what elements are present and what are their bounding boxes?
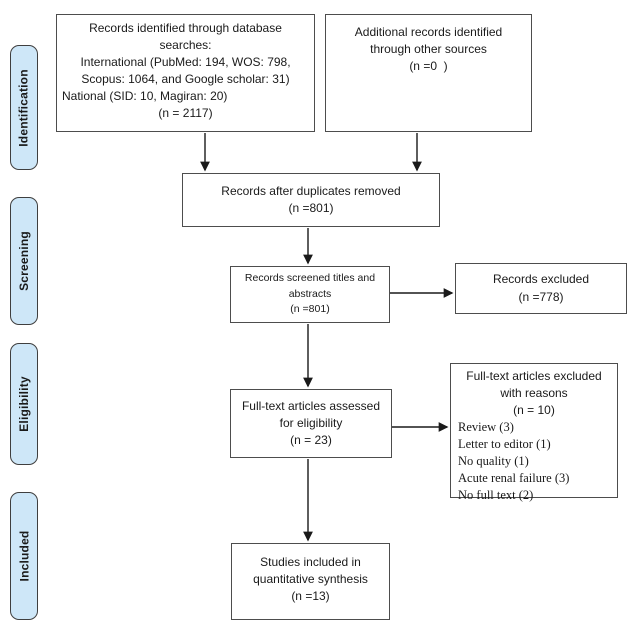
box-records-screened: Records screened titles and abstracts (n… xyxy=(230,266,390,323)
box-line: searches: xyxy=(159,38,212,53)
exclusion-reason: Letter to editor (1) xyxy=(458,437,551,452)
stage-label-text: Screening xyxy=(17,231,32,291)
box-additional-records-other-sources: Additional records identified through ot… xyxy=(325,14,532,132)
box-line: (n = 23) xyxy=(290,433,332,448)
box-line: Records after duplicates removed xyxy=(221,183,401,198)
exclusion-reason: Review (3) xyxy=(458,420,514,435)
box-studies-included: Studies included in quantitative synthes… xyxy=(231,543,390,620)
box-line: for eligibility xyxy=(279,415,343,430)
box-line: with reasons xyxy=(500,386,568,401)
box-line: (n =801) xyxy=(288,201,334,215)
box-line: through other sources xyxy=(370,42,487,57)
exclusion-reason: Acute renal failure (3) xyxy=(458,471,570,486)
box-records-identified-database: Records identified through database sear… xyxy=(56,14,315,132)
box-line: (n =801) xyxy=(290,303,330,316)
box-line: International (PubMed: 194, WOS: 798, xyxy=(80,55,291,70)
box-line: Full-text articles assessed xyxy=(241,398,381,413)
stage-label-eligibility: Eligibility xyxy=(10,343,38,465)
box-line: (n = 2117) xyxy=(158,106,213,121)
stage-label-identification: Identification xyxy=(10,45,38,170)
stage-label-text: Included xyxy=(17,530,31,582)
box-fulltext-excluded-with-reasons: Full-text articles excluded with reasons… xyxy=(450,363,618,502)
box-line: Records identified through database xyxy=(89,21,282,35)
box-line: quantitative synthesis xyxy=(253,572,368,587)
box-line: (n =778) xyxy=(518,289,564,304)
stage-label-text: Identification xyxy=(17,68,31,147)
box-line: Studies included in xyxy=(260,555,361,569)
box-line: Additional records identified xyxy=(354,25,503,39)
box-fulltext-assessed: Full-text articles assessed for eligibil… xyxy=(230,389,392,458)
box-line: (n =13) xyxy=(291,589,330,604)
box-records-after-duplicates-removed: Records after duplicates removed (n =801… xyxy=(182,173,440,227)
box-line: (n =0 ) xyxy=(409,59,448,74)
box-line: Records excluded xyxy=(492,272,590,287)
exclusion-reason: No quality (1) xyxy=(458,454,529,469)
box-line: (n = 10) xyxy=(513,403,555,418)
stage-label-included: Included xyxy=(10,492,38,620)
stage-label-screening: Screening xyxy=(10,197,38,325)
box-line: Records screened titles and xyxy=(244,271,376,284)
stage-label-text: Eligibility xyxy=(17,376,32,432)
box-line: abstracts xyxy=(288,287,332,300)
box-line: Full-text articles excluded xyxy=(466,369,602,383)
box-records-excluded: Records excluded (n =778) xyxy=(455,263,627,314)
box-line: Scopus: 1064, and Google scholar: 31) xyxy=(81,72,290,87)
exclusion-reason: No full text (2) xyxy=(458,488,534,503)
box-line: National (SID: 10, Magiran: 20) xyxy=(62,89,228,104)
